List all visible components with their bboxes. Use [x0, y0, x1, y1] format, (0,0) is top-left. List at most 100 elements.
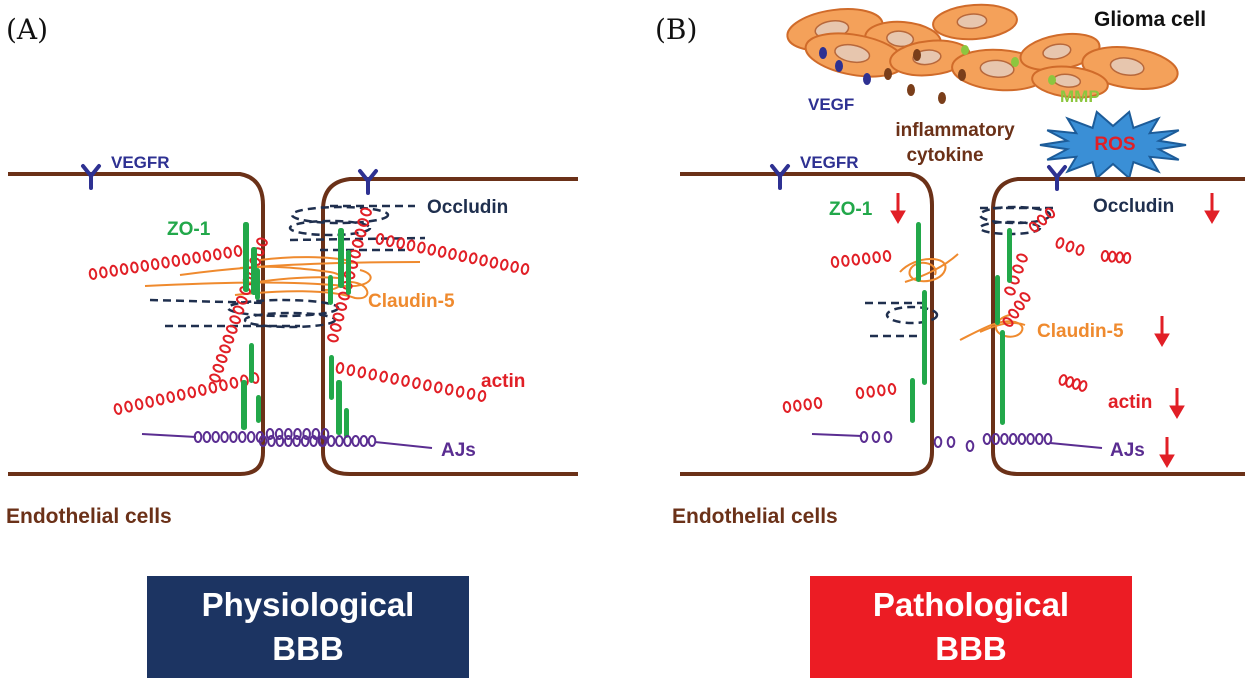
zo-1-bar — [1000, 330, 1005, 425]
zo-1-bar — [338, 228, 344, 288]
cytokine-molecule — [913, 49, 921, 61]
mmp-label: MMP — [1060, 87, 1100, 106]
cytokine-molecule — [907, 84, 915, 96]
zo-1-label: ZO-1 — [167, 219, 211, 240]
claudin-strand — [144, 269, 372, 288]
occludin-label: Occludin — [427, 197, 508, 218]
actin-label: actin — [481, 371, 525, 392]
vegfr-receptor-icon — [358, 169, 378, 195]
actin-subunit — [225, 324, 238, 334]
zo-1-bar — [256, 395, 261, 423]
aj-subunit — [367, 435, 377, 447]
cytokine-molecule — [958, 69, 966, 81]
occludin-loop — [290, 205, 390, 225]
actin-subunit — [88, 268, 98, 280]
aj-subunit — [871, 431, 881, 443]
actin-subunit — [437, 245, 447, 258]
aj-subunit — [318, 435, 328, 447]
inflammatory-cytokine-label-line2: cytokine — [906, 145, 983, 166]
actin-subunit — [222, 334, 235, 344]
actin-subunit — [349, 249, 361, 259]
aj-subunit — [267, 435, 276, 447]
glioma-nucleus — [979, 59, 1015, 79]
actin-subunit — [379, 370, 388, 383]
actin-subunit — [412, 377, 421, 390]
adherens-junctions — [811, 431, 1103, 452]
claudin-strand — [899, 258, 947, 283]
aj-subunit — [335, 435, 344, 447]
occludin-label: Occludin — [1093, 196, 1174, 217]
actin-subunit — [161, 256, 170, 269]
actin-subunit — [423, 379, 432, 392]
occludin-strand — [149, 298, 266, 305]
aj-subunit — [293, 428, 302, 440]
endothelial-cell-right-membrane — [321, 177, 578, 476]
aj-subunit — [1000, 433, 1009, 445]
claudin-strand — [179, 261, 421, 276]
zo-1-label: ZO-1 — [829, 199, 873, 220]
actin-subunit — [213, 248, 222, 261]
adherens-junctions — [141, 428, 433, 449]
aj-subunit — [933, 436, 943, 448]
actin-subunit — [329, 323, 342, 332]
title-line-2: BBB — [272, 630, 344, 667]
actin-subunit — [208, 381, 218, 394]
cytokine-molecule — [938, 92, 946, 104]
actin-subunit — [229, 376, 239, 389]
glioma-cells — [786, 3, 1179, 99]
actin-subunit — [455, 385, 465, 398]
actin-subunit — [877, 384, 886, 397]
actin-subunit — [1002, 317, 1014, 327]
actin-subunit — [99, 266, 108, 279]
zo-1-bar — [922, 290, 927, 385]
actin-subunit — [223, 246, 232, 259]
actin-subunit — [357, 218, 370, 227]
vegf-molecule — [835, 60, 843, 72]
actin-subunit — [887, 383, 897, 395]
decrease-arrow-icon — [1168, 386, 1186, 420]
claudin-5-strands — [899, 253, 1026, 341]
aj-subunit — [883, 431, 893, 443]
actin-subunit — [434, 381, 443, 394]
claudin-5-label: Claudin-5 — [1037, 321, 1124, 342]
actin-subunit — [390, 372, 399, 385]
claudin-strand — [979, 322, 1026, 333]
zo-1-bar — [910, 378, 915, 423]
actin-subunit — [232, 305, 245, 315]
aj-subunit — [275, 435, 285, 447]
actin-subunit — [219, 344, 231, 354]
actin-subunit — [155, 393, 165, 406]
actin-subunit — [109, 264, 118, 277]
ajs-label: AJs — [1110, 440, 1145, 461]
aj-subunit — [202, 431, 212, 443]
actin-subunit — [499, 258, 509, 271]
glioma-nucleus — [886, 30, 915, 48]
actin-subunit — [140, 259, 150, 272]
aj-subunit — [311, 428, 321, 440]
actin-subunit — [458, 250, 468, 263]
aj-subunit — [991, 433, 1001, 445]
mmp-molecule — [1048, 75, 1056, 85]
actin-subunit — [229, 315, 241, 325]
glioma-nucleus — [956, 13, 988, 30]
actin-subunit — [327, 333, 339, 343]
occludin-loop — [978, 205, 1052, 225]
zo-1-proteins — [241, 222, 351, 438]
mmp-molecule — [1011, 57, 1019, 67]
aj-line — [141, 433, 197, 438]
actin-subunit — [212, 363, 225, 373]
actin-subunit — [236, 295, 248, 305]
aj-subunit — [1026, 433, 1035, 445]
actin-subunit — [166, 391, 176, 404]
aj-subunit — [302, 428, 311, 440]
aj-subunit — [246, 431, 256, 443]
zo-1-bar — [328, 275, 333, 305]
occludin-strands — [865, 205, 1055, 338]
actin-subunit — [1078, 380, 1088, 392]
actin-subunit — [866, 385, 875, 398]
actin-subunit — [448, 248, 457, 260]
actin-subunit — [202, 249, 212, 262]
aj-subunit — [343, 435, 352, 447]
actin-subunit — [468, 252, 478, 265]
